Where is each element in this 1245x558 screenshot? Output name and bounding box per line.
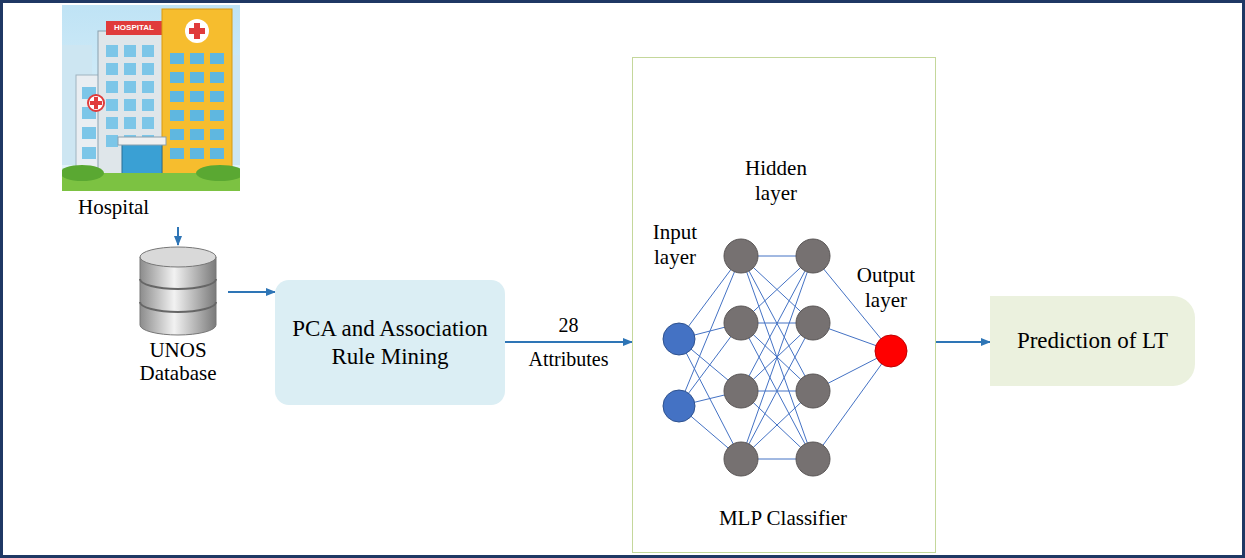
hospital-node: Hospital [62, 5, 240, 227]
process-box: PCA and Association Rule Mining [275, 280, 505, 405]
node-caption: Hospital [78, 195, 149, 220]
layer-label: Output layer [843, 263, 929, 313]
flow-arrow [177, 227, 179, 245]
classifier-box: Hidden layerInput layerOutput layerMLP C… [632, 57, 936, 553]
flow-arrow [505, 341, 632, 343]
flow-arrow [228, 291, 275, 293]
database-caption: UNOS Database [128, 339, 228, 385]
database-cylinder [128, 245, 228, 337]
edge-label: 28 Attributes [521, 308, 617, 376]
output-box: Prediction of LT [990, 296, 1195, 386]
layer-label: Input layer [635, 220, 715, 270]
building-sign: HOSPITAL [107, 22, 161, 34]
layer-label: MLP Classifier [633, 506, 933, 531]
database-node: UNOS Database [128, 245, 228, 385]
hospital-illustration [62, 5, 240, 191]
process-text: PCA and Association Rule Mining [287, 315, 493, 370]
output-text: Prediction of LT [1017, 327, 1168, 355]
flow-arrow [936, 341, 990, 343]
layer-label: Hidden layer [731, 156, 821, 206]
